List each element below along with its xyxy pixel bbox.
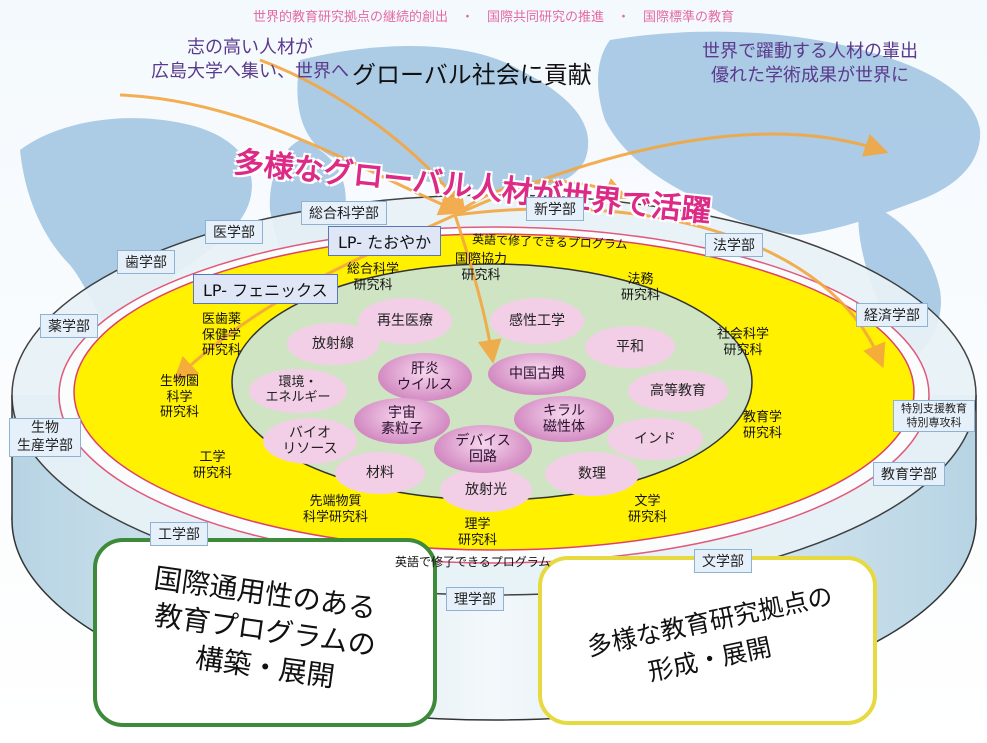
faculty-letters: 文学部 — [694, 549, 752, 573]
core-chinese-classics: 中国古典 — [488, 353, 586, 395]
core-chiral-magnetism: キラル 磁性体 — [514, 396, 614, 442]
pod-kansei-engineering: 感性工学 — [490, 298, 584, 344]
faculty-pharmacy: 薬学部 — [40, 314, 98, 338]
faculty-dentistry: 歯学部 — [117, 250, 175, 274]
core-hepatitis-virus: 肝炎 ウイルス — [378, 353, 472, 401]
grad-social-sciences: 社会科学 研究科 — [717, 327, 770, 358]
pod-mathematics: 数理 — [545, 452, 639, 496]
header-left-caption-line2: 広島大学へ集い、世界へ — [151, 61, 349, 82]
pod-india: インド — [607, 418, 703, 460]
ring-label-bottom: 英語で修了できるプログラム — [395, 555, 551, 569]
lp-phoenix: LP- フェニックス — [193, 274, 338, 304]
faculty-integrated-arts: 総合科学部 — [301, 201, 387, 225]
grad-law: 法務 研究科 — [621, 272, 661, 303]
faculty-science: 理学部 — [446, 587, 504, 611]
grad-engineering: 工学 研究科 — [193, 450, 233, 481]
grad-biosphere: 生物圏 科学 研究科 — [160, 374, 200, 421]
pod-environment-energy: 環境・ エネルギー — [249, 369, 347, 413]
grad-biomedical: 医歯薬 保健学 研究科 — [202, 312, 242, 359]
pod-radiation: 放射線 — [287, 323, 379, 365]
lp-taoyaka: LP- たおやか — [328, 226, 442, 256]
grad-international-cooperation: 国際協力 研究科 — [455, 252, 508, 283]
header-center-caption: グローバル社会に貢献 — [352, 61, 592, 89]
grad-letters: 文学 研究科 — [628, 494, 668, 525]
core-cosmology-particles: 宇宙 素粒子 — [354, 398, 450, 444]
faculty-economics: 経済学部 — [856, 303, 928, 327]
pod-bioresources: バイオ リソース — [263, 418, 357, 464]
faculty-new: 新学部 — [526, 197, 584, 221]
header-right-caption-line1: 世界で躍動する人材の輩出 — [702, 41, 918, 62]
pod-synchrotron: 放射光 — [440, 468, 532, 512]
faculty-applied-biology: 生物 生産学部 — [9, 418, 81, 457]
grad-science: 理学 研究科 — [458, 517, 498, 548]
faculty-engineering: 工学部 — [150, 522, 208, 546]
grad-integrated-arts: 総合科学 研究科 — [347, 262, 400, 293]
header-top-line: 世界的教育研究拠点の継続的創出 ・ 国際共同研究の推進 ・ 国際標準の教育 — [252, 10, 734, 25]
header-right-caption-line2: 優れた学術成果が世界に — [711, 65, 909, 86]
left-panel-frame — [93, 538, 437, 727]
pod-peace: 平和 — [585, 326, 675, 368]
faculty-special-education: 特別支援教育 特別専攻科 — [893, 400, 975, 432]
pod-higher-education: 高等教育 — [628, 370, 728, 412]
faculty-law: 法学部 — [705, 233, 763, 257]
core-device-circuits: デバイス 回路 — [434, 425, 532, 473]
faculty-education: 教育学部 — [873, 462, 945, 486]
header-left-caption-line1: 志の高い人材が — [187, 37, 313, 58]
pod-materials: 材料 — [335, 452, 425, 494]
grad-advanced-sciences: 先端物質 科学研究科 — [303, 494, 369, 525]
grad-education: 教育学 研究科 — [743, 410, 783, 441]
faculty-medicine: 医学部 — [205, 220, 263, 244]
